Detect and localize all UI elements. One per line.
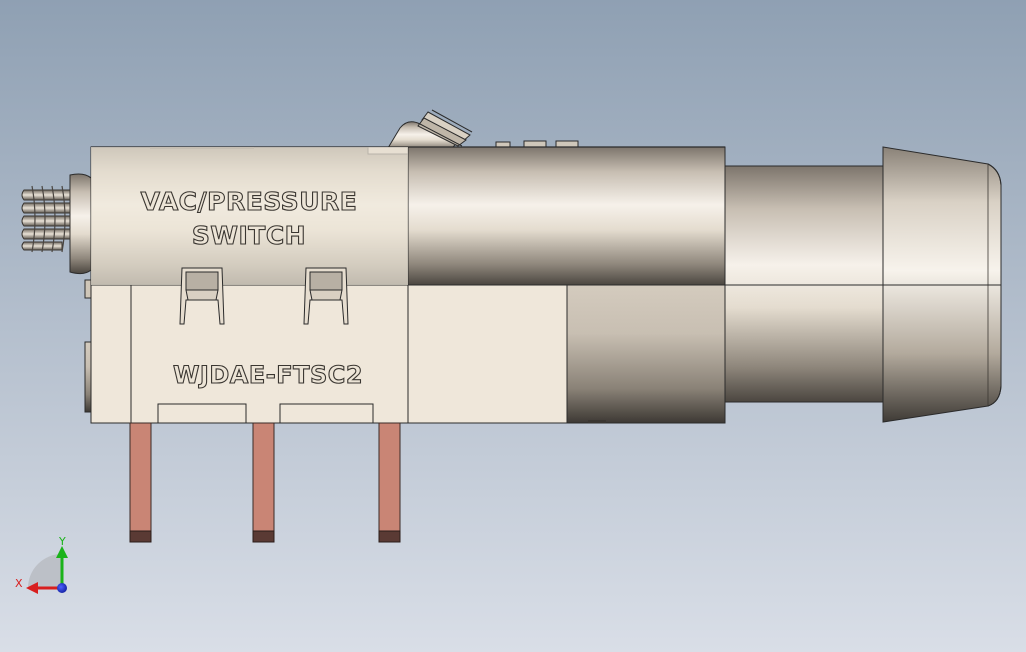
label-panel	[91, 147, 408, 285]
label-vac-pressure: VAC/PRESSURE	[141, 187, 358, 216]
coordinate-triad[interactable]: Y X	[15, 535, 68, 594]
housing-lower-panel[interactable]	[90, 284, 568, 424]
terminal-2[interactable]	[252, 422, 275, 543]
latch-left[interactable]	[179, 267, 225, 325]
label-part-number: WJDAE-FTSC2	[173, 361, 363, 389]
housing-lower-metal	[566, 284, 726, 424]
terminal-3[interactable]	[378, 422, 401, 543]
top-nozzle[interactable]	[387, 109, 473, 153]
triad-plane	[28, 554, 62, 588]
x-axis-label: X	[15, 577, 23, 590]
left-tab-lower	[84, 341, 92, 413]
z-axis-ball	[57, 583, 67, 593]
label-switch: SWITCH	[192, 221, 306, 250]
barrel[interactable]	[724, 165, 884, 403]
terminal-1[interactable]	[129, 422, 152, 543]
bottom-rail-right	[279, 403, 374, 424]
latch-right[interactable]	[303, 267, 349, 325]
left-tab-upper	[84, 279, 92, 299]
y-axis-label: Y	[58, 535, 66, 548]
bottom-notch	[588, 420, 606, 423]
bottom-rail-left	[157, 403, 247, 424]
y-axis-arrow	[56, 546, 68, 558]
x-axis-arrow	[26, 582, 38, 594]
